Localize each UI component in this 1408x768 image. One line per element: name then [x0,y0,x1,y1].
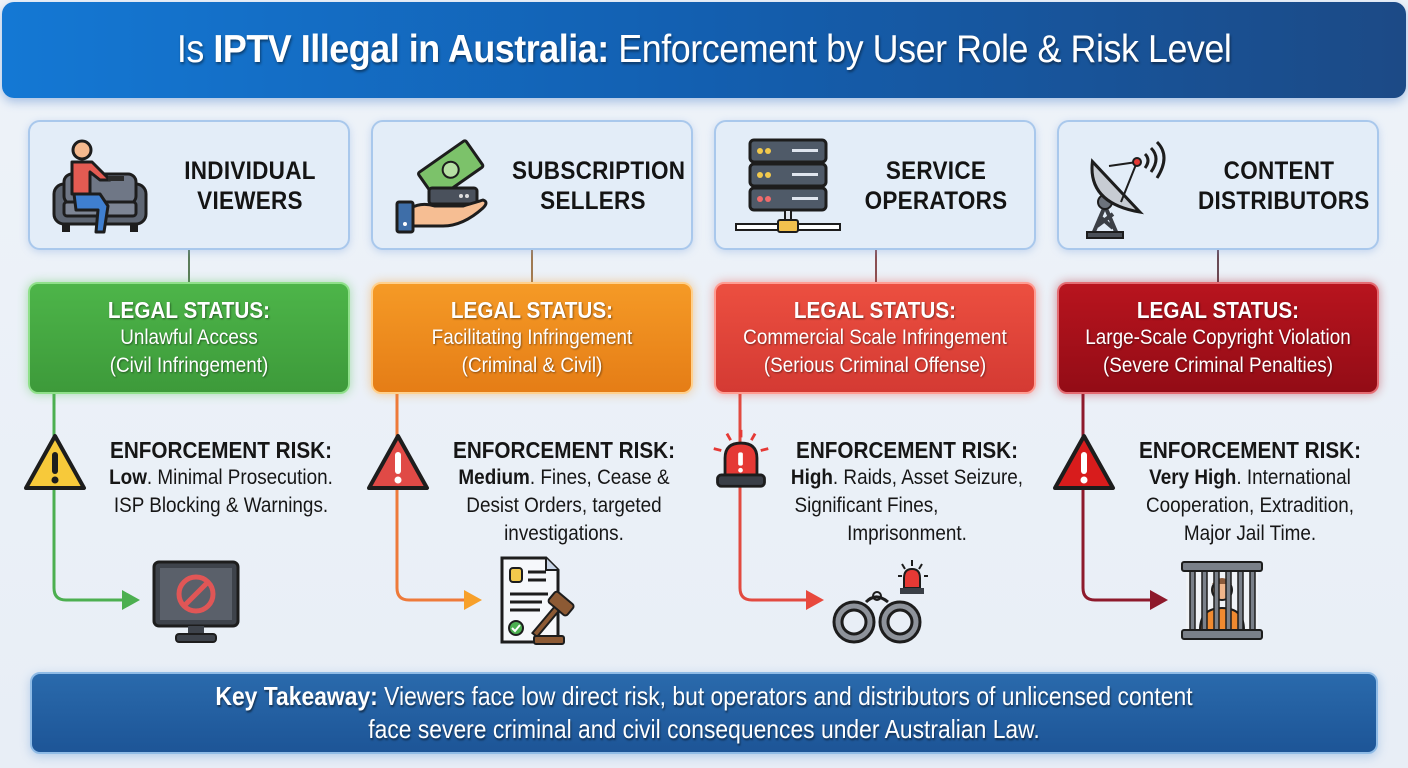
jail-cell-icon [1181,561,1263,640]
key-takeaway-banner: Key Takeaway: Viewers face low direct ri… [30,672,1378,754]
role-card-subscription-sellers: SUBSCRIPTION SELLERS [371,120,693,250]
page-title: Is IPTV Illegal in Australia: Enforcemen… [176,28,1232,71]
role-card-individual-viewers: INDIVIDUAL VIEWERS [28,120,350,250]
handcuffs-siren-icon [832,560,928,644]
role-label: CONTENT DISTRIBUTORS [1198,157,1370,215]
enforcement-risk-sellers: ENFORCEMENT RISK: Medium. Fines, Cease &… [453,437,675,545]
title-banner: Is IPTV Illegal in Australia: Enforcemen… [2,2,1406,98]
legal-status-box-operators: LEGAL STATUS: Commercial Scale Infringem… [714,282,1036,394]
role-label: SERVICE OPERATORS [864,157,1008,215]
blocked-monitor-icon [152,560,240,643]
legal-status-box-distributors: LEGAL STATUS: Large-Scale Copyright Viol… [1057,282,1379,394]
key-takeaway-text: Key Takeaway: Viewers face low direct ri… [215,681,1193,744]
role-card-content-distributors: CONTENT DISTRIBUTORS [1057,120,1379,250]
role-label: INDIVIDUAL VIEWERS [184,157,316,215]
enforcement-risk-operators: ENFORCEMENT RISK: High. Raids, Asset Sei… [790,437,1024,545]
enforcement-risk-distributors: ENFORCEMENT RISK: Very High. Internation… [1139,437,1361,545]
server-rack-icon [735,138,841,233]
warning-triangle-darkred-icon [1053,434,1115,490]
person-on-couch-icon [52,139,148,234]
satellite-dish-icon [1086,140,1166,239]
siren-light-icon [713,429,769,488]
legal-document-gavel-icon [500,556,575,645]
enforcement-risk-viewers: ENFORCEMENT RISK: Low. Minimal Prosecuti… [109,437,333,517]
hand-money-box-icon [395,139,488,234]
role-label: SUBSCRIPTION SELLERS [512,157,686,215]
legal-status-box-viewers: LEGAL STATUS: Unlawful Access (Civil Inf… [28,282,350,394]
role-card-service-operators: SERVICE OPERATORS [714,120,1036,250]
legal-status-box-sellers: LEGAL STATUS: Facilitating Infringement … [371,282,693,394]
warning-triangle-red-icon [367,434,429,490]
warning-triangle-yellow-icon [24,434,86,490]
